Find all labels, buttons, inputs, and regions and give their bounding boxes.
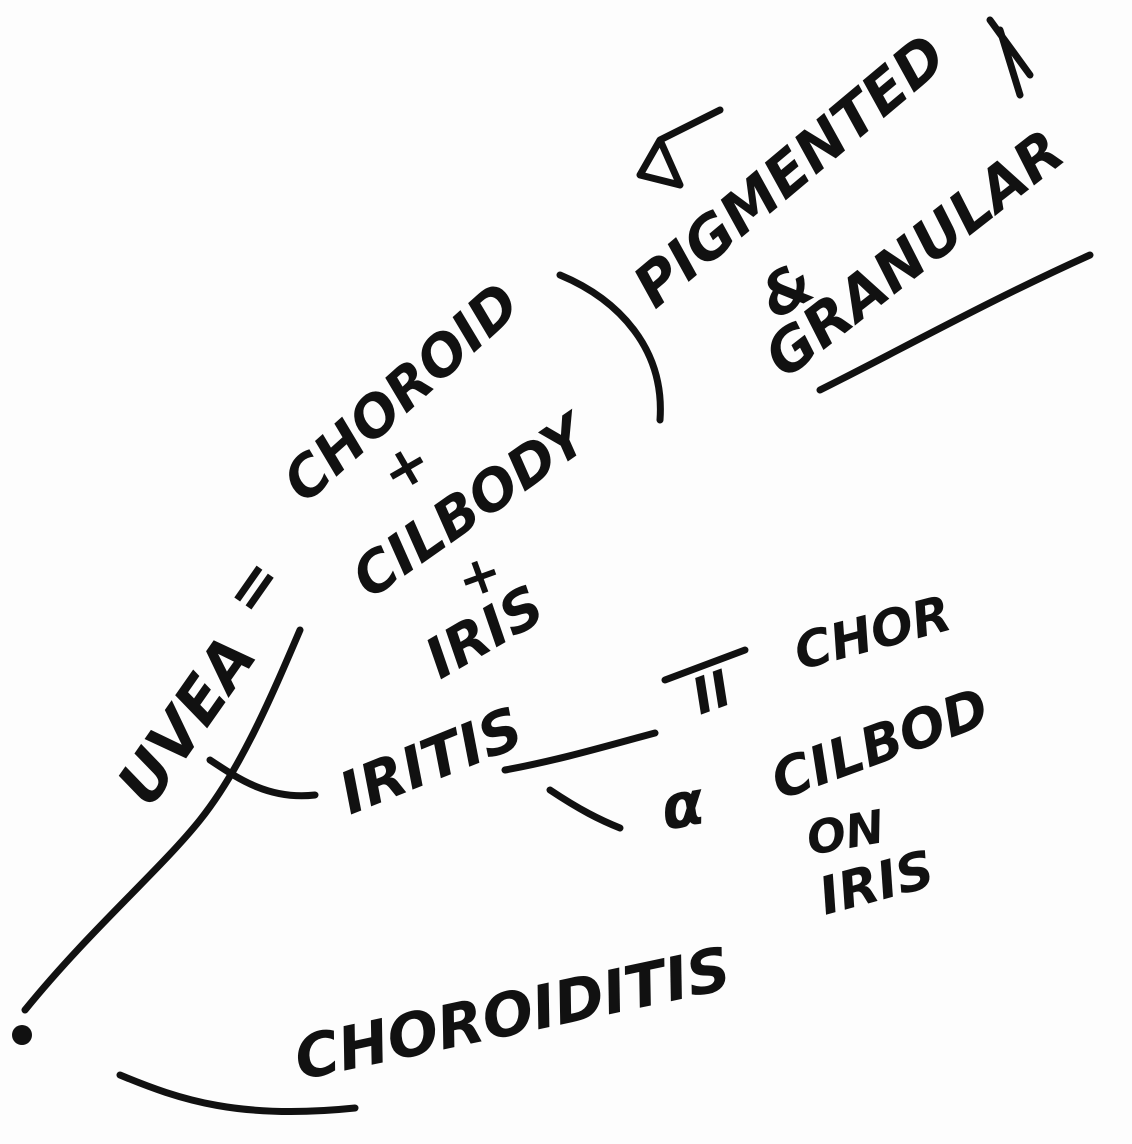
branch-up-line xyxy=(661,646,749,684)
branch-down-line xyxy=(546,786,624,832)
bottom-curve xyxy=(116,1071,359,1116)
uvea-bracket-curve xyxy=(206,756,319,800)
word-choroid-short: CHOR xyxy=(788,584,957,681)
word-eleven: II xyxy=(684,659,739,726)
top-right-mark xyxy=(986,16,1034,99)
delta-symbol xyxy=(636,106,724,189)
bullet-dot xyxy=(12,1025,32,1045)
word-cilbod: CILBOD xyxy=(763,676,997,813)
main-branch-line xyxy=(21,626,304,1014)
granular-underline xyxy=(816,251,1094,394)
word-iritis: IRITIS xyxy=(330,693,532,828)
word-on: ON xyxy=(803,799,889,866)
word-alpha: α xyxy=(655,765,710,844)
iritis-connector-line xyxy=(501,729,659,774)
word-uvea: UVEA xyxy=(102,622,270,818)
bracket-curve-right xyxy=(556,271,664,424)
word-equals: = xyxy=(207,544,297,628)
word-choroiditis: CHOROIDITIS xyxy=(289,934,737,1095)
